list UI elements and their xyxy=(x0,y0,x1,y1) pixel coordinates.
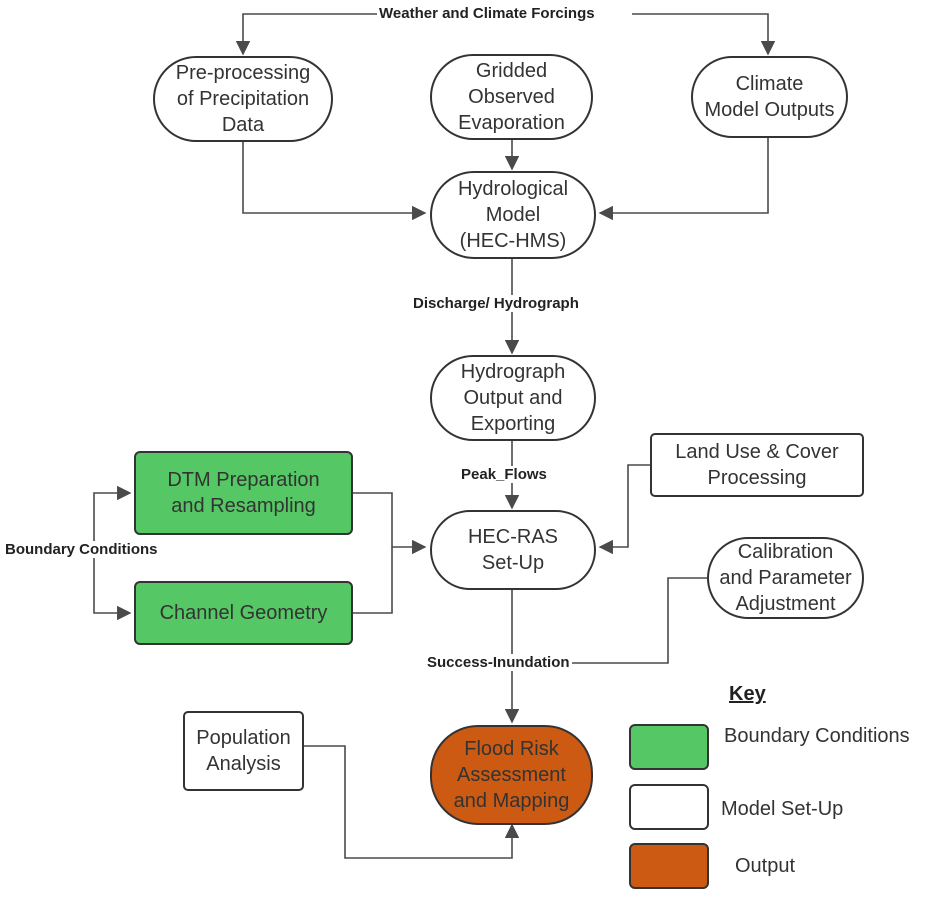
calibration-adjustment-text: Calibration and Parameter Adjustment xyxy=(719,541,852,615)
key-model-setup-swatch xyxy=(629,784,709,830)
weather-climate-forcings-label: Weather and Climate Forcings xyxy=(377,5,597,22)
boundary-conditions-label: Boundary Conditions xyxy=(3,541,160,558)
key-title: Key xyxy=(729,683,766,705)
peak-flows-label: Peak_Flows xyxy=(459,466,549,483)
hydrological-model-text: Hydrological Model (HEC-HMS) xyxy=(457,178,569,252)
flood-risk-assessment-text: Flood Risk Assessment and Mapping xyxy=(453,738,570,812)
boundary-to-dtm-arrow xyxy=(93,485,132,547)
discharge-hydrograph-label: Discharge/ Hydrograph xyxy=(411,295,581,312)
key-boundary-label: Boundary Conditions xyxy=(724,725,910,747)
climate-to-hms-arrow xyxy=(598,138,769,221)
key-output-label: Output xyxy=(735,855,796,877)
channel-geometry-node[interactable]: Channel Geometry xyxy=(134,581,353,645)
key-output-swatch xyxy=(629,843,709,889)
key-model-setup-label: Model Set-Up xyxy=(721,798,844,820)
hydrograph-output-node[interactable]: Hydrograph Output and Exporting xyxy=(430,355,596,441)
climate-model-outputs-node[interactable]: Climate Model Outputs xyxy=(691,56,848,138)
population-analysis-node[interactable]: Population Analysis xyxy=(183,711,304,791)
landuse-to-ras-arrow xyxy=(598,464,650,555)
dtm-to-ras-arrow xyxy=(352,492,427,555)
dtm-preparation-text: DTM Preparation and Resampling xyxy=(167,469,320,517)
success-inundation-label: Success-Inundation xyxy=(425,654,572,671)
forcing-to-climate-arrow xyxy=(632,13,776,56)
hydrograph-output-text: Hydrograph Output and Exporting xyxy=(460,361,566,435)
hec-ras-setup-node[interactable]: HEC-RAS Set-Up xyxy=(430,510,596,590)
flood-risk-assessment-node[interactable]: Flood Risk Assessment and Mapping xyxy=(430,725,593,825)
population-to-flood-arrow xyxy=(304,745,520,859)
dtm-preparation-node[interactable]: DTM Preparation and Resampling xyxy=(134,451,353,535)
channel-to-ras-arrow xyxy=(352,547,393,614)
climate-model-outputs-text: Climate Model Outputs xyxy=(704,73,835,121)
land-use-cover-node[interactable]: Land Use & Cover Processing xyxy=(650,433,864,497)
key-boundary-swatch xyxy=(629,724,709,770)
precipitation-preprocessing-text: Pre-processing of Precipitation Data xyxy=(175,62,311,136)
gridded-evaporation-node[interactable]: Gridded Observed Evaporation xyxy=(430,54,593,140)
hec-ras-setup-text: HEC-RAS Set-Up xyxy=(467,526,558,574)
precipitation-preprocessing-node[interactable]: Pre-processing of Precipitation Data xyxy=(153,56,333,142)
land-use-cover-text: Land Use & Cover Processing xyxy=(675,441,839,489)
precip-to-hms-arrow xyxy=(242,140,427,221)
population-analysis-text: Population Analysis xyxy=(196,727,291,775)
calibration-to-success-line xyxy=(520,577,707,664)
forcing-to-precip-arrow xyxy=(235,13,380,56)
gridded-evaporation-text: Gridded Observed Evaporation xyxy=(458,60,565,134)
channel-geometry-text: Channel Geometry xyxy=(159,602,328,624)
boundary-to-channel-arrow xyxy=(93,547,132,621)
hydrological-model-node[interactable]: Hydrological Model (HEC-HMS) xyxy=(430,171,596,259)
calibration-adjustment-node[interactable]: Calibration and Parameter Adjustment xyxy=(707,537,864,619)
